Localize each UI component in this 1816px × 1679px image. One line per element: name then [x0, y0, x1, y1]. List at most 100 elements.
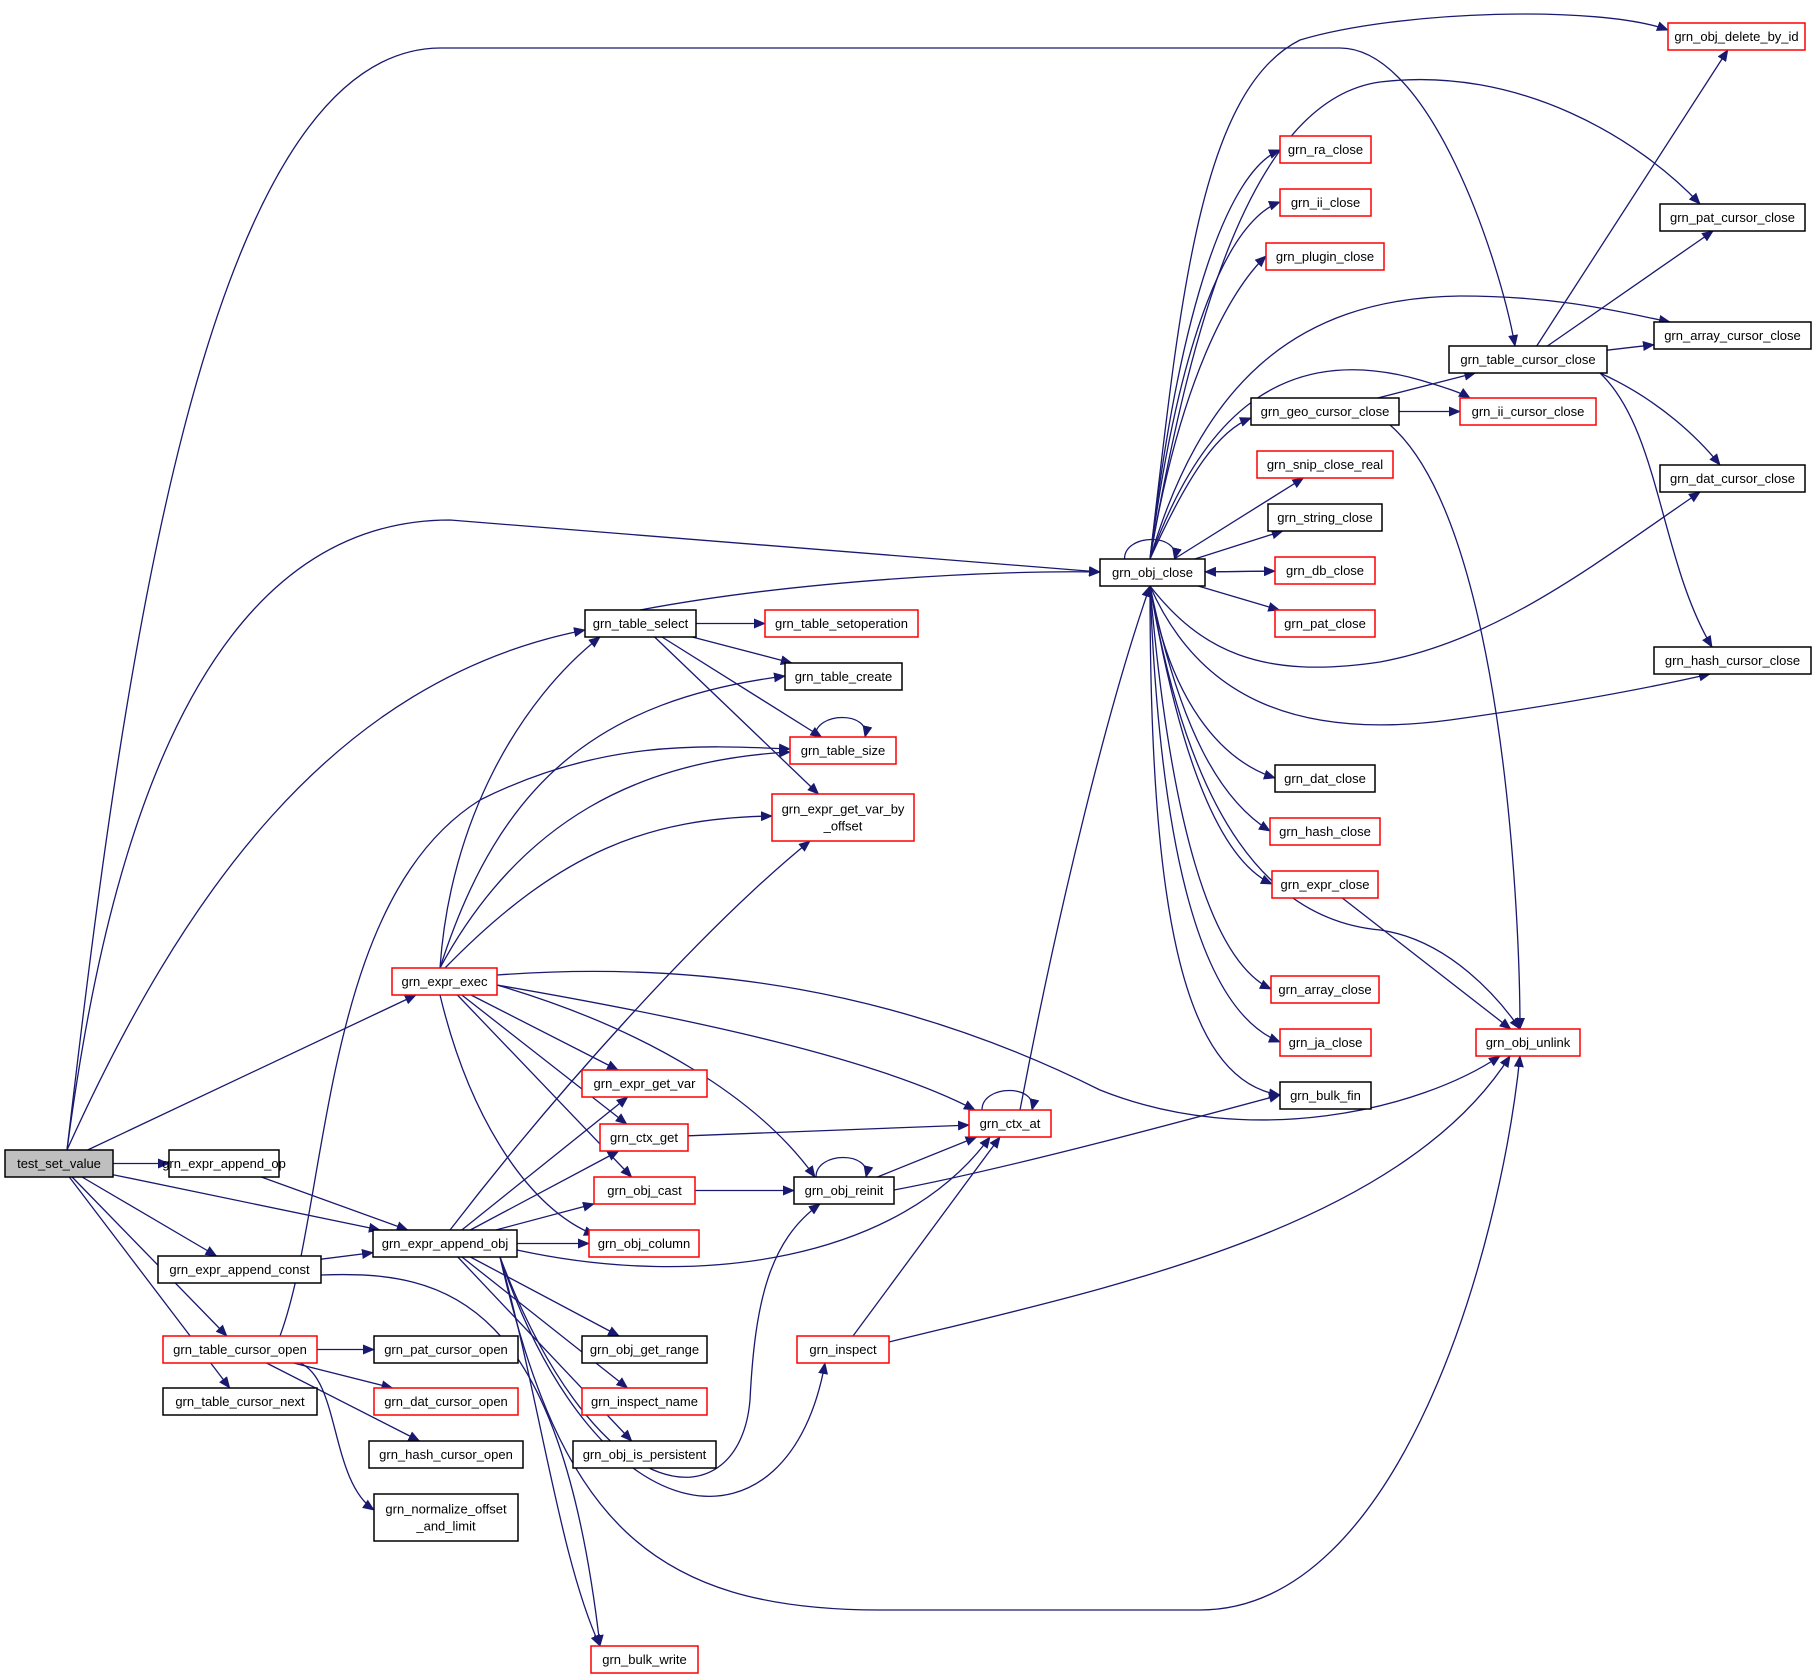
node-grn_expr_exec[interactable]: grn_expr_exec [391, 967, 498, 996]
node-label: grn_inspect [809, 1342, 877, 1357]
node-box [1659, 464, 1806, 493]
node-box [1265, 242, 1385, 271]
edge-grn_table_cursor_open-to-grn_normalize_offset_and_limit [299, 1362, 375, 1511]
node-grn_plugin_close[interactable]: grn_plugin_close [1265, 242, 1385, 271]
edge-grn_obj_close-to-grn_pat_close [1198, 585, 1281, 612]
node-grn_normalize_offset_and_limit[interactable]: grn_normalize_offset_and_limit [373, 1493, 519, 1542]
node-grn_dat_cursor_close[interactable]: grn_dat_cursor_close [1659, 464, 1806, 493]
node-grn_ja_close[interactable]: grn_ja_close [1279, 1028, 1372, 1057]
node-box [1459, 397, 1597, 426]
node-box [162, 1387, 318, 1416]
edge-test_set_value-to-grn_expr_exec [87, 994, 417, 1151]
node-grn_pat_cursor_open[interactable]: grn_pat_cursor_open [373, 1335, 519, 1364]
node-box [1653, 321, 1812, 350]
node-grn_bulk_write[interactable]: grn_bulk_write [590, 1645, 699, 1674]
edge-test_set_value-to-grn_table_cursor_open [71, 1176, 228, 1337]
node-grn_ctx_at[interactable]: grn_ctx_at [968, 1109, 1052, 1138]
node-grn_hash_cursor_close[interactable]: grn_hash_cursor_close [1653, 646, 1812, 675]
node-test_set_value[interactable]: test_set_value [4, 1149, 114, 1178]
node-grn_geo_cursor_close[interactable]: grn_geo_cursor_close [1250, 397, 1400, 426]
node-grn_obj_get_range[interactable]: grn_obj_get_range [581, 1335, 708, 1364]
node-grn_inspect_name[interactable]: grn_inspect_name [581, 1387, 708, 1416]
edge-grn_expr_append_obj-to-grn_inspect_name [461, 1256, 629, 1389]
node-label: grn_bulk_write [602, 1652, 687, 1667]
edge-grn_expr_append_obj-to-grn_ctx_get [469, 1150, 620, 1231]
edge-grn_table_cursor_close-to-grn_obj_delete_by_id [1536, 49, 1729, 347]
node-grn_array_cursor_close[interactable]: grn_array_cursor_close [1653, 321, 1812, 350]
node-box [373, 1493, 519, 1542]
node-grn_pat_close[interactable]: grn_pat_close [1274, 609, 1376, 638]
node-grn_obj_column[interactable]: grn_obj_column [588, 1229, 700, 1258]
node-grn_obj_reinit[interactable]: grn_obj_reinit [793, 1176, 895, 1205]
node-box [1653, 646, 1812, 675]
node-grn_table_select[interactable]: grn_table_select [584, 609, 697, 638]
node-grn_string_close[interactable]: grn_string_close [1267, 503, 1383, 532]
node-box [1269, 817, 1381, 846]
node-label: grn_bulk_fin [1290, 1088, 1361, 1103]
node-grn_obj_cast[interactable]: grn_obj_cast [593, 1176, 696, 1205]
node-grn_expr_append_const[interactable]: grn_expr_append_const [157, 1255, 322, 1284]
node-grn_obj_is_persistent[interactable]: grn_obj_is_persistent [572, 1440, 717, 1469]
node-grn_ii_cursor_close[interactable]: grn_ii_cursor_close [1459, 397, 1597, 426]
node-label: grn_obj_reinit [805, 1183, 884, 1198]
edge-grn_table_cursor_close-to-grn_array_cursor_close [1606, 341, 1655, 351]
node-grn_expr_append_op[interactable]: grn_expr_append_op [162, 1149, 286, 1178]
node-label: grn_ctx_get [610, 1130, 678, 1145]
node-label: grn_ja_close [1289, 1035, 1363, 1050]
edge-grn_obj_reinit-to-grn_ctx_at [877, 1136, 978, 1178]
node-grn_table_cursor_close[interactable]: grn_table_cursor_close [1448, 345, 1608, 374]
edge-grn_obj_close-to-grn_ra_close [1149, 149, 1281, 560]
node-label: grn_pat_cursor_close [1670, 210, 1795, 225]
edge-test_set_value-to-grn_expr_append_const [81, 1176, 218, 1257]
node-grn_inspect[interactable]: grn_inspect [796, 1335, 890, 1364]
edge-grn_table_cursor_close-to-grn_dat_cursor_close [1599, 372, 1721, 466]
node-label: grn_hash_cursor_close [1665, 653, 1800, 668]
edge-grn_table_cursor_close-to-grn_pat_cursor_close [1547, 230, 1714, 347]
node-grn_expr_get_var[interactable]: grn_expr_get_var [581, 1069, 708, 1098]
node-grn_table_create[interactable]: grn_table_create [784, 662, 903, 691]
node-grn_ii_close[interactable]: grn_ii_close [1279, 188, 1372, 217]
node-label: grn_expr_exec [402, 974, 488, 989]
node-grn_hash_close[interactable]: grn_hash_close [1269, 817, 1381, 846]
node-label: grn_dat_cursor_close [1670, 471, 1795, 486]
node-grn_table_setoperation[interactable]: grn_table_setoperation [764, 609, 919, 638]
node-grn_dat_cursor_open[interactable]: grn_dat_cursor_open [373, 1387, 519, 1416]
edge-layer [66, 13, 1729, 1647]
edge-test_set_value-to-grn_table_cursor_close [66, 47, 1519, 1151]
node-box [1270, 975, 1380, 1004]
node-label: grn_obj_get_range [590, 1342, 699, 1357]
node-box [1274, 764, 1376, 793]
node-grn_table_cursor_open[interactable]: grn_table_cursor_open [162, 1335, 318, 1364]
node-grn_table_size[interactable]: grn_table_size [789, 736, 897, 765]
node-grn_db_close[interactable]: grn_db_close [1274, 556, 1376, 585]
node-grn_bulk_fin[interactable]: grn_bulk_fin [1279, 1081, 1372, 1110]
node-grn_expr_close[interactable]: grn_expr_close [1271, 870, 1379, 899]
node-box [1279, 1081, 1372, 1110]
node-grn_hash_cursor_open[interactable]: grn_hash_cursor_open [368, 1440, 524, 1469]
node-grn_dat_close[interactable]: grn_dat_close [1274, 764, 1376, 793]
node-label: grn_expr_get_var [594, 1076, 697, 1091]
node-box [581, 1335, 708, 1364]
node-label: grn_ii_close [1291, 195, 1360, 210]
node-grn_obj_delete_by_id[interactable]: grn_obj_delete_by_id [1667, 22, 1806, 51]
node-grn_snip_close_real[interactable]: grn_snip_close_real [1256, 450, 1394, 479]
edge-grn_inspect-to-grn_ctx_at [852, 1136, 1001, 1337]
node-box [1267, 503, 1383, 532]
node-grn_ctx_get[interactable]: grn_ctx_get [599, 1123, 689, 1152]
edge-grn_expr_append_const-to-grn_expr_append_obj [320, 1249, 374, 1260]
node-grn_table_cursor_next[interactable]: grn_table_cursor_next [162, 1387, 318, 1416]
node-grn_pat_cursor_close[interactable]: grn_pat_cursor_close [1659, 203, 1806, 232]
node-box [796, 1335, 890, 1364]
node-box [789, 736, 897, 765]
edge-grn_obj_close-to-grn_obj_unlink [1149, 585, 1521, 1030]
node-grn_obj_close[interactable]: grn_obj_close [1099, 558, 1206, 587]
edge-grn_expr_exec-to-grn_table_size [439, 747, 791, 969]
edge-grn_obj_close-to-grn_plugin_close [1149, 255, 1267, 560]
node-grn_ra_close[interactable]: grn_ra_close [1279, 135, 1372, 164]
node-grn_expr_get_var_by_offset[interactable]: grn_expr_get_var_by_offset [771, 793, 915, 842]
node-grn_obj_unlink[interactable]: grn_obj_unlink [1475, 1028, 1581, 1057]
node-grn_expr_append_obj[interactable]: grn_expr_append_obj [372, 1229, 518, 1258]
node-grn_array_close[interactable]: grn_array_close [1270, 975, 1380, 1004]
node-box [1274, 609, 1376, 638]
node-label: grn_expr_append_const [169, 1262, 310, 1277]
